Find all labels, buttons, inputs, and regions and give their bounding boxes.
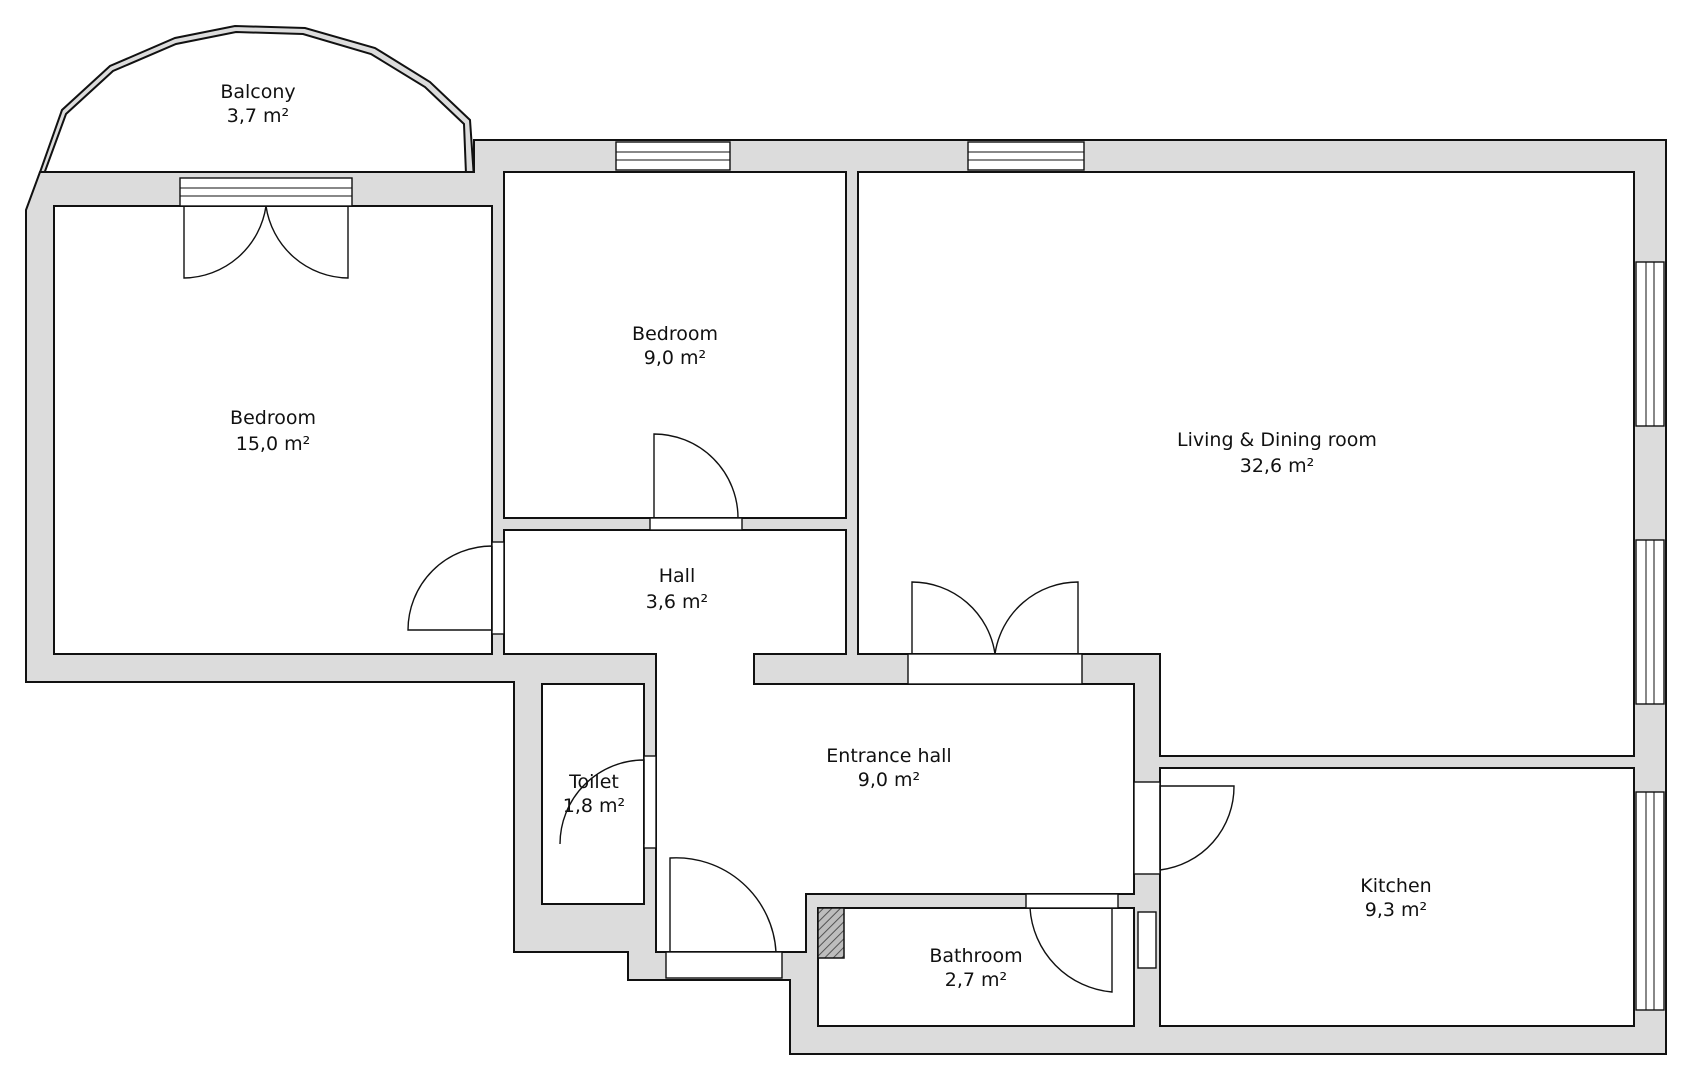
hall-and-entrance-floor bbox=[503, 529, 1135, 953]
bedroom-small-door-swing bbox=[653, 433, 739, 519]
balcony-name: Balcony bbox=[220, 81, 295, 103]
balcony-door-right-swing bbox=[265, 205, 349, 279]
bedroom-large-floor bbox=[53, 205, 493, 655]
bathroom-area: 2,7 m² bbox=[945, 969, 1007, 991]
kitchen-door-swing bbox=[1159, 785, 1235, 871]
door-sill-living bbox=[907, 653, 1083, 685]
living-door-left-swing bbox=[911, 581, 996, 655]
toilet-floor bbox=[541, 683, 645, 905]
kitchen-area: 9,3 m² bbox=[1365, 899, 1427, 921]
balcony-floor bbox=[42, 30, 468, 175]
hall-area: 3,6 m² bbox=[646, 591, 708, 613]
balcony-door-frame bbox=[179, 177, 353, 207]
bathroom-name: Bathroom bbox=[929, 945, 1022, 967]
hall-name: Hall bbox=[659, 565, 696, 587]
toilet-area: 1,8 m² bbox=[563, 795, 625, 817]
door-sill-bathroom bbox=[1025, 893, 1119, 909]
bedroom-small-area: 9,0 m² bbox=[644, 347, 706, 369]
entrance-hall-area: 9,0 m² bbox=[858, 769, 920, 791]
entrance-hall-name: Entrance hall bbox=[826, 745, 951, 767]
balcony-area: 3,7 m² bbox=[227, 105, 289, 127]
door-sill-toilet bbox=[643, 755, 657, 849]
bedroom-large-name: Bedroom bbox=[230, 407, 316, 429]
ventilation-shaft bbox=[817, 907, 845, 959]
toilet-name: Toilet bbox=[568, 771, 619, 793]
window-right-3 bbox=[1635, 791, 1665, 1011]
window-right-2 bbox=[1635, 539, 1665, 705]
bedroom-large-door-swing bbox=[407, 545, 493, 631]
bedroom-small-name: Bedroom bbox=[632, 323, 718, 345]
door-sill-bedroom-small bbox=[649, 517, 743, 531]
living-room-floor bbox=[857, 171, 1635, 757]
bedroom-large-area: 15,0 m² bbox=[236, 433, 310, 455]
door-sill-bedroom-large bbox=[491, 541, 505, 635]
window-top-right bbox=[967, 141, 1085, 171]
bedroom-small-floor bbox=[503, 171, 847, 519]
toilet-door-swing bbox=[559, 759, 645, 845]
window-bathroom-kitchen bbox=[1137, 911, 1157, 969]
door-sill-entrance bbox=[665, 951, 783, 979]
balcony-door-left-swing bbox=[183, 205, 267, 279]
bathroom-floor bbox=[817, 907, 1135, 1027]
window-right-1 bbox=[1635, 261, 1665, 427]
bathroom-door-swing bbox=[1029, 907, 1113, 993]
entrance-door-swing bbox=[669, 857, 777, 953]
living-room-name: Living & Dining room bbox=[1177, 429, 1377, 451]
kitchen-floor bbox=[1159, 767, 1635, 1027]
living-room-area: 32,6 m² bbox=[1240, 455, 1314, 477]
door-sill-kitchen bbox=[1133, 781, 1161, 875]
living-door-right-swing bbox=[994, 581, 1079, 655]
window-top-left bbox=[615, 141, 731, 171]
kitchen-name: Kitchen bbox=[1360, 875, 1431, 897]
